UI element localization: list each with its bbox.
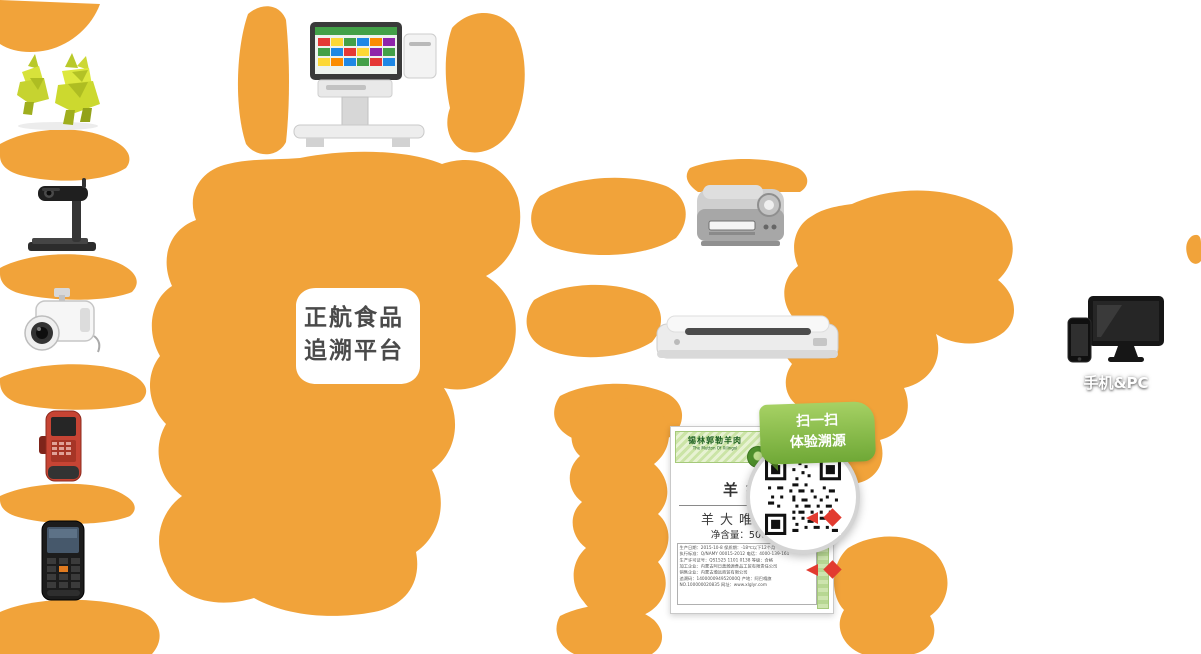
monitor-icon xyxy=(1088,296,1164,362)
blob-left-3 xyxy=(0,364,147,410)
info-line: 销售企业：内蒙古瀚远商贸有限公司 xyxy=(679,570,748,576)
scan-ribbon-line2: 体验溯源 xyxy=(789,433,847,451)
black-handheld-terminal-image xyxy=(25,518,100,603)
red-diamond-icon xyxy=(823,508,842,527)
origami-livestock-image xyxy=(8,52,108,132)
label-info-lines: 生产日期：2015-10-8 保质期：-18℃以下12个月 执行标准：Q/NAM… xyxy=(678,544,816,589)
label-info-box: 生产日期：2015-10-8 保质期：-18℃以下12个月 执行标准：Q/NAM… xyxy=(677,543,817,605)
blob-center-mass xyxy=(149,151,521,616)
blob-mid-2 xyxy=(526,284,662,358)
blob-kiosk-right xyxy=(445,13,525,153)
info-line: 加工企业：内蒙古阿日盖瀚源食品工贸有限责任公司 xyxy=(679,563,778,569)
blob-bottom-right xyxy=(833,536,948,654)
red-marker-bottom xyxy=(806,560,850,579)
net-weight: 净含量：500g xyxy=(710,530,774,541)
blob-mid-1 xyxy=(531,177,686,256)
blob-top-left xyxy=(0,0,100,52)
label-printer-image xyxy=(693,183,788,253)
platform-title-line1: 正航食品 xyxy=(304,305,404,331)
blob-left-5 xyxy=(0,599,160,654)
blob-left-4 xyxy=(0,483,135,524)
platform-title-line2: 追溯平台 xyxy=(304,338,404,365)
red-marker-top xyxy=(806,508,850,527)
blob-right-edge xyxy=(1186,234,1201,264)
red-diamond-icon xyxy=(823,560,842,579)
blob-left-2 xyxy=(0,254,137,300)
info-line: 生产日期：2015-10-8 保质期：-18℃以下12个月 xyxy=(679,545,776,551)
red-handheld-scanner-image xyxy=(25,406,100,488)
info-line: 执行标准：Q/NAMY 00015-2012 电话：4000-139-161 xyxy=(679,551,790,557)
blob-printer-top xyxy=(686,159,808,192)
info-line: 追溯码：140000094952000Q 产地：阿巴嘎旗 xyxy=(679,576,772,582)
smartphone-icon xyxy=(1067,317,1092,363)
security-band-text: 锡林郭勒羊肉 The Mutton Of Xilingol xyxy=(678,435,752,455)
industrial-camera-image xyxy=(12,286,107,368)
brand-text: 羊大唯 xyxy=(701,513,759,528)
info-line: NO.100000020835 网址：www.xlglyr.com xyxy=(679,582,768,588)
blob-label-left xyxy=(569,397,669,620)
scan-ribbon: 扫一扫 体验溯源 xyxy=(758,401,877,465)
flatbed-scanner-image xyxy=(655,308,840,366)
platform-title: 正航食品 追溯平台 xyxy=(288,302,420,369)
devices-caption: 手机&PC xyxy=(1083,374,1149,392)
document-camera-image xyxy=(18,176,108,256)
info-line: 生产许可证号：QS1525 1101 0138 等级：合格 xyxy=(679,557,774,563)
traceability-kiosk-image xyxy=(280,22,450,152)
monitor-phone-group xyxy=(1064,296,1168,368)
red-arrow-icon xyxy=(806,564,818,576)
band-title-en: The Mutton Of Xilingol xyxy=(692,446,738,451)
blob-left-1 xyxy=(0,129,130,181)
blob-bottom-left xyxy=(556,605,663,654)
blob-kiosk-left xyxy=(237,6,289,155)
band-title-cn: 锡林郭勒羊肉 xyxy=(688,436,742,445)
red-arrow-icon xyxy=(806,512,818,524)
